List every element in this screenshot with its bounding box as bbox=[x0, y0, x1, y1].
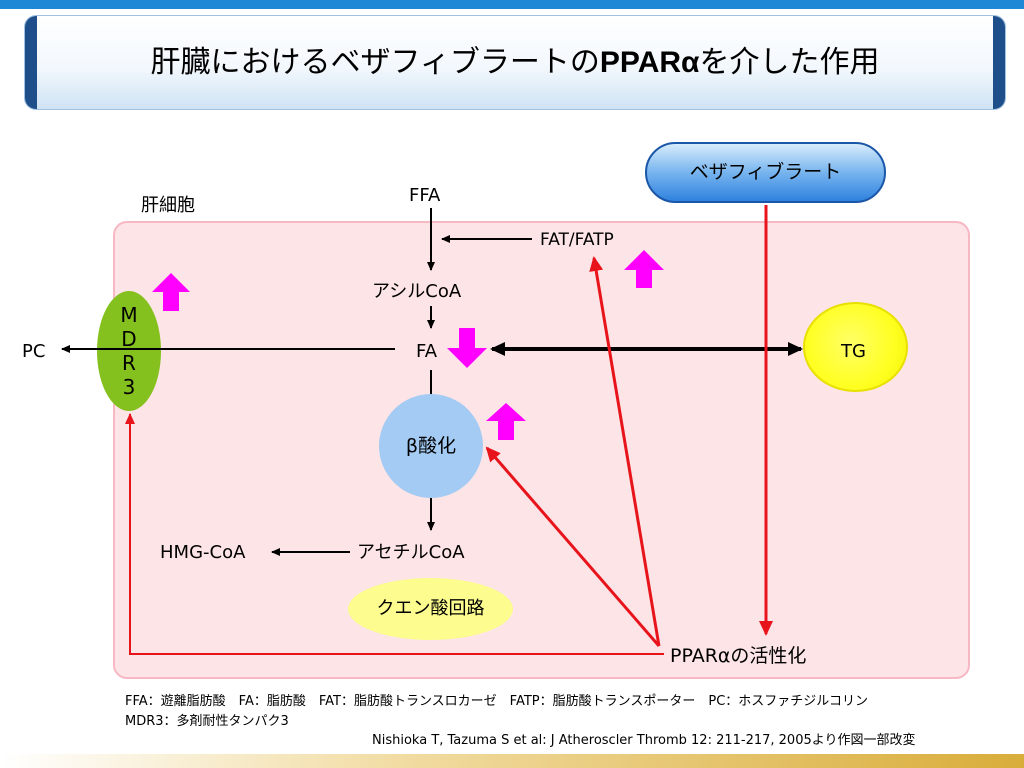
acyl-coa-label: アシルCoA bbox=[372, 281, 462, 302]
tg-label: TG bbox=[841, 341, 866, 362]
top-accent-bar bbox=[0, 0, 1024, 9]
pc-label: PC bbox=[22, 341, 46, 362]
slide-title: 肝臓におけるベザフィブラートのPPARαを介した作用 bbox=[24, 15, 1006, 110]
beta-oxidation-node bbox=[379, 394, 483, 498]
fa-label: FA bbox=[416, 341, 438, 362]
citation: Nishioka T, Tazuma S et al: J Atheroscle… bbox=[372, 733, 916, 748]
liver-cell-label: 肝細胞 bbox=[141, 195, 195, 216]
title-ppar: PPARα bbox=[599, 46, 700, 79]
beta-oxidation-label: β酸化 bbox=[379, 435, 483, 457]
tg-node bbox=[803, 302, 908, 392]
bezafibrate-node: ベザフィブラート bbox=[645, 142, 886, 203]
beta-up-arrow bbox=[486, 403, 526, 440]
fat-fatp-label: FAT/FATP bbox=[540, 230, 614, 250]
mdr3-label: M D R 3 bbox=[97, 303, 161, 399]
title-banner-left-cap bbox=[25, 16, 37, 109]
mdr3-letter-d: D bbox=[121, 327, 137, 351]
mdr3-letter-3: 3 bbox=[122, 375, 136, 399]
bottom-accent-bar bbox=[0, 754, 1024, 768]
ppar-to-fatfatp-arrow bbox=[589, 256, 661, 647]
liver-cell-region bbox=[113, 221, 970, 679]
mdr3-up-arrow bbox=[152, 273, 190, 311]
beta-oxidation-text: 酸化 bbox=[418, 435, 457, 457]
mdr3-letter-m: M bbox=[120, 303, 138, 327]
citric-acid-cycle-label: クエン酸回路 bbox=[376, 598, 485, 619]
footnote-mdr3: MDR3：多剤耐性タンパク3 bbox=[125, 714, 289, 729]
ffa-label: FFA bbox=[409, 185, 441, 206]
title-banner bbox=[24, 15, 1006, 110]
fa-down-arrow bbox=[447, 328, 487, 368]
citric-acid-cycle-node bbox=[348, 578, 513, 640]
footnote-abbreviations: FFA：遊離脂肪酸 FA：脂肪酸 FAT：脂肪酸トランスロカーゼ FATP：脂肪… bbox=[125, 694, 869, 709]
hmg-coa-label: HMG-CoA bbox=[160, 542, 246, 563]
beta-symbol: β bbox=[405, 435, 419, 457]
title-part1: 肝臓におけるベザフィブラートの bbox=[150, 45, 600, 80]
mdr3-transporter bbox=[97, 291, 161, 411]
ppar-to-beta-arrow bbox=[485, 446, 661, 647]
acetyl-coa-label: アセチルCoA bbox=[357, 542, 465, 563]
ppar-activation-label: PPARαの活性化 bbox=[670, 645, 807, 667]
title-part2: を介した作用 bbox=[699, 45, 880, 80]
ppar-to-mdr3-arrow bbox=[125, 413, 664, 655]
fatfatp-up-arrow bbox=[624, 250, 664, 288]
mdr3-letter-r: R bbox=[122, 351, 136, 375]
title-banner-right-cap bbox=[993, 16, 1005, 109]
